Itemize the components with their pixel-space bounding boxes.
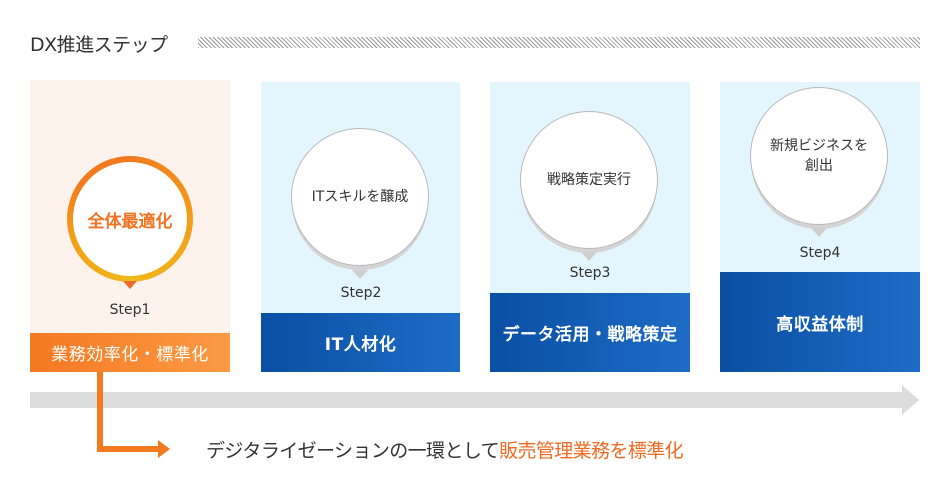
step4-pointer-icon (811, 228, 827, 237)
step3-bubble-text: 戦略策定実行 (547, 171, 631, 188)
step1-pointer-icon (123, 281, 137, 289)
connector-arrow-icon (158, 440, 170, 458)
summary-note-prefix: デジタライゼーションの一環として (206, 440, 500, 462)
step1-label: Step1 (109, 302, 151, 318)
step4-bubble-text-line2: 創出 (805, 158, 833, 174)
title-hatch-divider (198, 37, 920, 48)
summary-note-highlight: 販売管理業務を標準化 (499, 440, 684, 462)
connector-vertical-line (97, 372, 103, 452)
step1-circle-text: 全体最適化 (73, 162, 187, 276)
summary-note: デジタライゼーションの一環として販売管理業務を標準化 (206, 436, 684, 463)
step1-bar: 業務効率化・標準化 (30, 333, 230, 372)
step3-label: Step3 (569, 265, 611, 281)
step3-bubble: 戦略策定実行 (520, 111, 658, 249)
step1-column: 全体最適化 Step1 業務効率化・標準化 (30, 80, 230, 372)
step3-bar: データ活用・戦略策定 (490, 293, 690, 372)
connector-horizontal-line (97, 446, 159, 452)
timeline-arrow-shaft (30, 392, 902, 408)
step4-bar: 高収益体制 (720, 272, 920, 372)
step2-bubble-text: ITスキルを醸成 (311, 188, 409, 205)
step2-label: Step2 (340, 285, 382, 301)
step2-bubble: ITスキルを醸成 (291, 128, 429, 266)
page-title: DX推進ステップ (30, 34, 168, 56)
step4-bubble-text-line1: 新規ビジネスを (770, 137, 868, 154)
step4-column: 新規ビジネスを 創出 Step4 高収益体制 (720, 82, 920, 372)
step4-label: Step4 (799, 245, 841, 261)
step4-bubble: 新規ビジネスを 創出 (750, 87, 888, 225)
step1-circle: 全体最適化 (67, 156, 193, 282)
step3-column: 戦略策定実行 Step3 データ活用・戦略策定 (490, 82, 690, 372)
step2-bar: IT人材化 (261, 313, 460, 372)
timeline-arrow-head-icon (902, 385, 919, 415)
step2-column: ITスキルを醸成 Step2 IT人材化 (261, 82, 460, 372)
step2-pointer-icon (352, 270, 368, 279)
step3-pointer-icon (581, 252, 597, 261)
